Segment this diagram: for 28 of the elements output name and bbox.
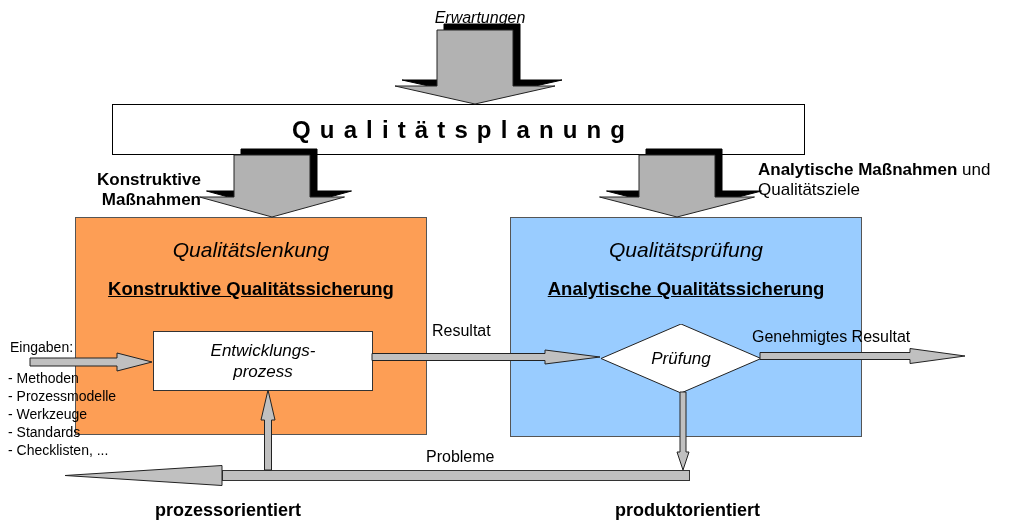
box-title: Qualitätsplanung: [292, 115, 634, 144]
arrow: [759, 348, 966, 364]
category-label: produktorientiert: [615, 500, 760, 521]
bar-label: Probleme: [426, 448, 495, 466]
process-box: [153, 331, 373, 391]
panel-title: Qualitätsprüfung: [607, 238, 765, 262]
block-arrow: [199, 154, 345, 218]
block-arrow: [599, 154, 755, 218]
panel-subtitle: Analytische Qualitätssicherung: [546, 278, 826, 300]
planning-box: [112, 104, 805, 155]
list-item: - Standards: [8, 424, 81, 440]
edge-label: Eingaben:: [10, 339, 75, 355]
list-item: - Checklisten, ...: [8, 442, 109, 458]
edge-label: Analytische Maßnahmen und Qualitätsziele: [758, 160, 992, 200]
arrow: [260, 389, 276, 471]
input-label: Erwartungen: [433, 8, 527, 28]
edge-label: Konstruktive Maßnahmen: [96, 170, 201, 210]
arrow: [29, 352, 153, 372]
arrow: [64, 465, 223, 486]
box-label: Entwicklungs- prozess: [209, 340, 317, 382]
panel-title: Qualitätslenkung: [171, 238, 331, 262]
decision-label: Prüfung: [651, 348, 711, 369]
block-arrow: [394, 29, 556, 105]
panel-subtitle: Konstruktive Qualitätssicherung: [107, 278, 395, 300]
category-label: prozessorientiert: [155, 500, 302, 521]
arrow: [676, 391, 690, 471]
edge-label: Resultat: [432, 322, 492, 340]
arrow: [371, 349, 601, 365]
